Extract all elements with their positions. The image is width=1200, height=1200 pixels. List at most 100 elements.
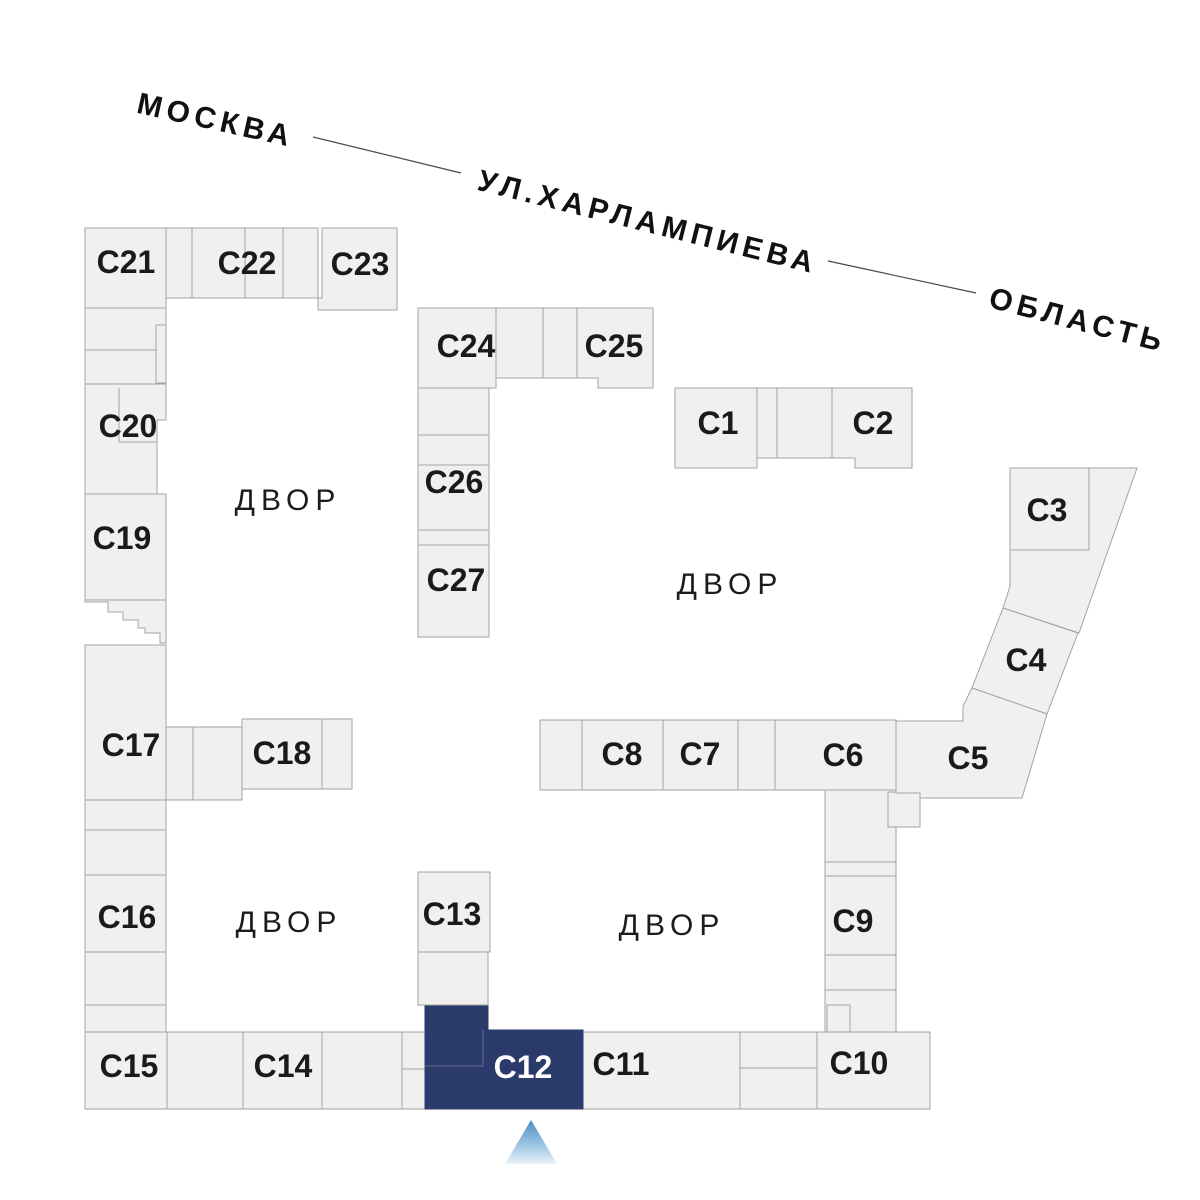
- label-c12: С12: [494, 1049, 553, 1085]
- building-c12-selected[interactable]: [424, 1005, 584, 1110]
- street-label-oblast: ОБЛАСТЬ: [986, 282, 1170, 360]
- building-c9-inner: [826, 1004, 851, 1033]
- courtyard-label-4: ДВОР: [619, 909, 726, 942]
- building-c21-seg: [165, 227, 193, 299]
- building-c26-seg2: [417, 434, 490, 466]
- building-c11-seg1: [739, 1031, 818, 1069]
- label-c15: С15: [100, 1048, 159, 1084]
- building-c9-seg2: [824, 954, 897, 991]
- label-c13: С13: [423, 896, 482, 932]
- left-column-seg6: [84, 1004, 167, 1033]
- street-line-left: [312, 136, 462, 174]
- label-c5: С5: [948, 740, 989, 776]
- building-c15[interactable]: [84, 1031, 168, 1110]
- left-column-notch: [155, 324, 167, 384]
- label-c4: С4: [1006, 642, 1047, 678]
- label-c16: С16: [98, 899, 157, 935]
- building-c26[interactable]: [417, 464, 490, 531]
- building-c24[interactable]: [417, 307, 497, 389]
- building-c7[interactable]: [662, 719, 739, 791]
- building-labels: С21 С22 С23 С20 С19 С17 С18 С16 С15 С14 …: [93, 244, 1068, 1085]
- label-c18: С18: [253, 735, 312, 771]
- label-c8: С8: [602, 736, 643, 772]
- building-c9-seg1: [824, 861, 897, 877]
- courtyard-label-1: ДВОР: [235, 484, 342, 517]
- building-c8[interactable]: [581, 719, 664, 791]
- label-c14: С14: [254, 1048, 313, 1084]
- building-c2-seg: [776, 387, 833, 459]
- bottom-row-seg2: [401, 1068, 426, 1110]
- label-c24: С24: [437, 328, 496, 364]
- building-c2[interactable]: [831, 387, 913, 469]
- label-c2: С2: [853, 405, 894, 441]
- street-line-right: [827, 260, 977, 294]
- building-c20-inner-line: [118, 388, 157, 443]
- left-column-seg3: [84, 799, 167, 831]
- left-column-seg1: [84, 307, 167, 351]
- label-c25: С25: [585, 328, 644, 364]
- label-c23: С23: [331, 246, 390, 282]
- courtyard-label-3: ДВОР: [236, 906, 343, 939]
- bottom-row-seg1: [401, 1031, 426, 1070]
- street-label-moskva: МОСКВА: [134, 87, 297, 154]
- building-c25[interactable]: [576, 307, 654, 389]
- building-c27-seg: [417, 529, 490, 546]
- building-c5[interactable]: [895, 687, 1048, 799]
- building-c6-stub: [824, 789, 897, 863]
- label-c17: С17: [102, 727, 161, 763]
- building-c16[interactable]: [84, 874, 167, 953]
- building-c11-seg2: [739, 1067, 818, 1110]
- label-c3: С3: [1027, 492, 1068, 528]
- left-column-seg4: [84, 829, 167, 876]
- label-c27: С27: [427, 562, 486, 598]
- courtyard-label-2: ДВОР: [677, 568, 784, 601]
- building-c18-seg: [321, 718, 353, 790]
- label-c20: С20: [99, 408, 158, 444]
- building-c3[interactable]: [1009, 467, 1090, 551]
- left-column-seg5: [84, 951, 167, 1006]
- label-c21: С21: [97, 244, 156, 280]
- building-c14-seg: [321, 1031, 403, 1110]
- building-c23[interactable]: [317, 227, 398, 311]
- building-c19[interactable]: [84, 493, 167, 601]
- label-c22: С22: [218, 245, 277, 281]
- building-c1-seg: [756, 387, 778, 459]
- building-c17-wing-seg1: [165, 726, 194, 801]
- street-label-kharlampieva: УЛ.ХАРЛАМПИЕВА: [474, 164, 821, 281]
- building-c23-seg: [282, 227, 319, 299]
- building-c11[interactable]: [582, 1031, 741, 1110]
- building-c17[interactable]: [84, 644, 167, 801]
- label-c6: С6: [823, 737, 864, 773]
- label-c7: С7: [680, 736, 721, 772]
- label-c26: С26: [425, 464, 484, 500]
- label-c9: С9: [833, 903, 874, 939]
- building-c19-stairs: [84, 599, 167, 644]
- building-c27[interactable]: [417, 544, 490, 638]
- building-c24-seg2: [542, 307, 578, 379]
- label-c19: С19: [93, 520, 152, 556]
- building-c5-notch: [887, 791, 921, 828]
- buildings-layer: [84, 227, 1138, 1110]
- building-c18[interactable]: [241, 718, 323, 790]
- building-c24-seg1: [495, 307, 544, 379]
- building-c12-inner-line: [425, 1030, 484, 1067]
- building-c7-seg: [737, 719, 776, 791]
- building-c21[interactable]: [84, 227, 167, 309]
- building-c17-wing-seg2: [192, 726, 243, 801]
- building-c14[interactable]: [242, 1031, 323, 1110]
- building-c8-seg: [539, 719, 583, 791]
- label-c1: С1: [698, 405, 739, 441]
- label-c11: С11: [593, 1046, 650, 1082]
- building-c26-seg1: [417, 387, 490, 436]
- selected-building-marker: [505, 1120, 557, 1164]
- building-c15-seg: [166, 1031, 244, 1110]
- building-c13-seg: [417, 951, 489, 1006]
- building-c6[interactable]: [774, 719, 897, 791]
- building-c10[interactable]: [816, 1031, 931, 1110]
- left-column-seg2: [84, 349, 167, 385]
- building-c22-seg: [244, 227, 284, 299]
- courtyard-labels: ДВОР ДВОР ДВОР ДВОР: [235, 484, 784, 942]
- building-c1[interactable]: [674, 387, 758, 469]
